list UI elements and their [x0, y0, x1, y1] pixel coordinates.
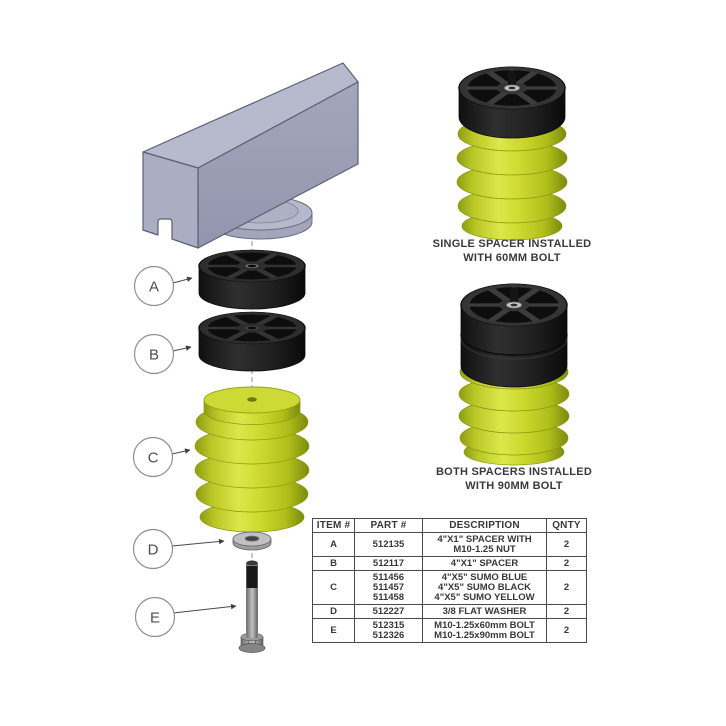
col-header-qnty: QNTY [546, 518, 587, 533]
description-line: 4"X5" SUMO BLACK [438, 581, 531, 593]
qty-cell: 2 [546, 618, 587, 643]
callout-letter-a: A [149, 279, 159, 296]
qty-cell: 2 [546, 556, 587, 571]
description-line: 4"X5" SUMO YELLOW [434, 591, 535, 603]
description-line: 4"X1" SPACER WITH [437, 533, 532, 545]
callout-letter-b: B [149, 347, 159, 364]
spring-center-hole [247, 397, 257, 402]
description-line: 4"X1" SPACER [450, 557, 519, 569]
single-assembly-label-line2: WITH 60MM BOLT [463, 251, 561, 264]
flat-washer [232, 531, 272, 551]
part-number: 512117 [372, 557, 405, 569]
part-number: 511457 [372, 581, 405, 593]
item-cell: E [312, 618, 355, 643]
assembly-single-spacer-puck [458, 66, 566, 139]
qty-cell: 2 [546, 604, 587, 619]
item-cell: C [312, 570, 355, 605]
spacer-a [198, 249, 306, 310]
part-cell: 512135 [354, 532, 423, 557]
callout-e: E [134, 596, 176, 638]
leader-line-b [172, 345, 192, 352]
part-number: 512135 [372, 538, 405, 550]
description-line: M10-1.25x90mm BOLT [434, 629, 535, 641]
leader-line-a [172, 276, 193, 284]
puck-seam-line [460, 333, 568, 356]
item-cell: A [312, 532, 355, 557]
callout-balloons: A B C D E [132, 265, 176, 638]
leader-line-e [172, 603, 237, 614]
assembly-both-spacer-pucks [460, 283, 568, 388]
callout-letter-d: D [148, 542, 159, 559]
description-cell: 4"X1" SPACER WITH M10-1.25 NUT [422, 532, 547, 557]
table-row-b: B 512117 4"X1" SPACER 2 [312, 556, 587, 571]
bolt-stub [508, 69, 516, 88]
table-row-e: E 512315 512326 M10-1.25x60mm BOLT M10-1… [312, 618, 587, 643]
table-row-a: A 512135 4"X1" SPACER WITH M10-1.25 NUT … [312, 532, 587, 557]
description-cell: 4"X5" SUMO BLUE 4"X5" SUMO BLACK 4"X5" S… [422, 570, 547, 605]
center-hole [245, 325, 259, 331]
part-number: 511458 [372, 591, 405, 603]
bolt-threads [246, 566, 258, 588]
callout-c: C [132, 436, 174, 478]
part-cell: 512117 [354, 556, 423, 571]
leader-lines [171, 276, 237, 614]
description-cell: M10-1.25x60mm BOLT M10-1.25x90mm BOLT [422, 618, 547, 643]
col-header-description: DESCRIPTION [422, 518, 547, 533]
spacer-b [198, 311, 306, 372]
col-header-item: ITEM # [312, 518, 355, 533]
description-cell: 4"X1" SPACER [422, 556, 547, 571]
bolt-stub [510, 286, 518, 305]
part-number: 512227 [372, 605, 405, 617]
assembly-both-spacers [458, 283, 570, 466]
table-row-c: C 511456 511457 511458 4"X5" SUMO BLUE 4… [312, 570, 587, 605]
table-row-d: D 512227 3/8 FLAT WASHER 2 [312, 604, 587, 619]
part-cell: 511456 511457 511458 [354, 570, 423, 605]
description-line: 4"X5" SUMO BLUE [441, 571, 528, 583]
callout-d: D [132, 528, 174, 570]
description-line: M10-1.25x60mm BOLT [434, 619, 535, 631]
item-cell: D [312, 604, 355, 619]
item-cell: B [312, 556, 355, 571]
callout-letter-e: E [150, 610, 160, 627]
part-number: 512315 [372, 619, 405, 631]
single-assembly-label-line1: SINGLE SPACER INSTALLED [432, 238, 592, 250]
part-cell: 512227 [354, 604, 423, 619]
assembly-single-spacer [456, 66, 568, 241]
callout-letter-c: C [148, 450, 159, 467]
both-assembly-label: BOTH SPACERS INSTALLED WITH 90MM BOLT [404, 466, 624, 493]
callout-a: A [133, 265, 175, 307]
leader-line-d [171, 538, 225, 547]
frame-rail [142, 62, 359, 249]
part-cell: 512315 512326 [354, 618, 423, 643]
col-header-part: PART # [354, 518, 423, 533]
sumo-spring [194, 386, 310, 533]
leader-line-c [171, 448, 191, 455]
description-line: M10-1.25 NUT [453, 543, 516, 555]
description-cell: 3/8 FLAT WASHER [422, 604, 547, 619]
nut-hole [245, 263, 259, 269]
both-assembly-label-line2: WITH 90MM BOLT [465, 479, 563, 492]
parts-table: ITEM # PART # DESCRIPTION QNTY A 512135 … [312, 518, 587, 643]
qty-cell: 2 [546, 532, 587, 557]
description-line: 3/8 FLAT WASHER [442, 605, 527, 617]
hex-bolt [238, 560, 266, 653]
single-assembly-label: SINGLE SPACER INSTALLED WITH 60MM BOLT [402, 238, 622, 265]
part-number: 511456 [372, 571, 405, 583]
qty-cell: 2 [546, 570, 587, 605]
part-number: 512326 [372, 629, 405, 641]
both-assembly-label-line1: BOTH SPACERS INSTALLED [435, 466, 593, 478]
callout-b: B [133, 333, 175, 375]
table-header-row: ITEM # PART # DESCRIPTION QNTY [312, 518, 587, 533]
